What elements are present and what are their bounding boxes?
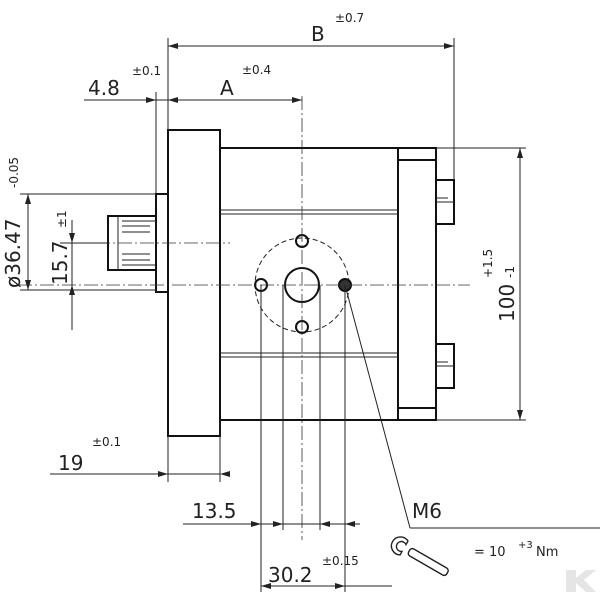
logo-mark — [566, 570, 596, 592]
pump-body — [107, 129, 455, 437]
dim-flange-label: 4.8 — [88, 76, 120, 100]
dim-shaft-tolerance: ±1 — [55, 210, 69, 228]
center-lines — [18, 96, 470, 540]
dim-shaft-label: 15.7 — [48, 240, 72, 285]
dim-diameter-label: ø36.47 — [1, 219, 25, 289]
mounting-flange — [167, 129, 221, 437]
dim-19: 19 ±0.1 — [50, 420, 230, 482]
thread-callout: M6 — [344, 284, 600, 529]
torque-base: = 10 — [474, 545, 506, 560]
dim-19-tolerance: ±0.1 — [92, 435, 121, 449]
dim-port-spacing: 30.2 ±0.15 — [261, 530, 392, 592]
dim-height: 100 +1.5 -1 — [436, 147, 526, 421]
port-pattern — [254, 234, 352, 334]
wrench-icon — [390, 536, 449, 577]
dim-a: 4.8 ±0.1 A ±0.4 — [84, 63, 302, 194]
dim-height-tolerance-lower: -1 — [503, 266, 517, 278]
torque-note: = 10 +3 Nm — [390, 536, 558, 577]
dim-a-label: A — [220, 76, 234, 100]
dim-19-label: 19 — [58, 451, 83, 475]
dim-port-offset: 13.5 — [183, 285, 360, 592]
dim-flange-tolerance: ±0.1 — [132, 64, 161, 78]
torque-unit: Nm — [536, 545, 558, 560]
dim-height-label: 100 — [495, 284, 519, 322]
dim-shaft: 15.7 ±1 — [48, 210, 108, 330]
dim-b-tolerance: ±0.7 — [335, 11, 364, 25]
dim-height-tolerance-upper: +1.5 — [481, 249, 495, 278]
thread-label: M6 — [412, 499, 442, 523]
dim-a-tolerance: ±0.4 — [242, 63, 271, 77]
dim-b-label: B — [311, 22, 325, 46]
dim-port-spacing-tolerance: ±0.15 — [322, 554, 359, 568]
dim-b: B ±0.7 — [167, 11, 455, 180]
dim-port-spacing-label: 30.2 — [268, 563, 313, 587]
torque-exponent: +3 — [518, 540, 533, 551]
pump-housing — [219, 147, 399, 421]
dim-port-offset-label: 13.5 — [192, 499, 237, 523]
dim-diameter: ø36.47 -0.05 — [1, 157, 156, 291]
dim-diameter-tolerance: -0.05 — [7, 157, 21, 188]
rear-cover — [397, 147, 437, 421]
